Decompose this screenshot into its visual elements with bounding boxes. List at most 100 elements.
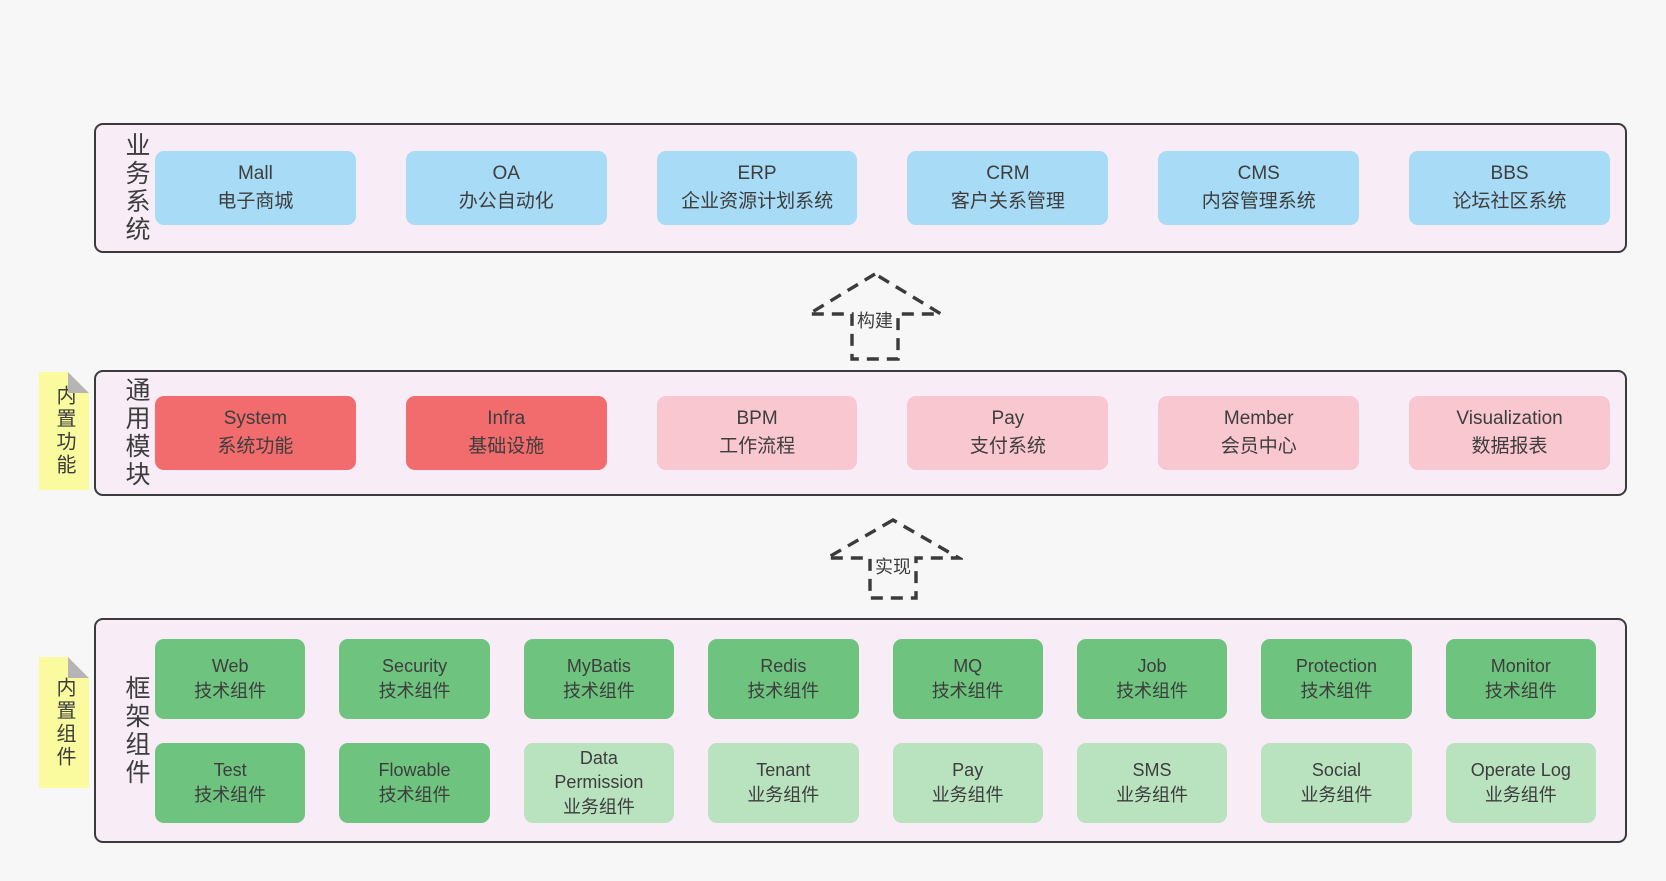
box-bpm: BPM 工作流程 bbox=[656, 396, 858, 470]
sticky-text: 内置功能 bbox=[53, 385, 75, 477]
box-en: Protection bbox=[1295, 656, 1377, 677]
box-en: Flowable bbox=[378, 760, 451, 781]
folded-corner-icon bbox=[68, 657, 89, 678]
box-social: Social 业务组件 bbox=[1261, 742, 1412, 823]
box-en: OA bbox=[492, 162, 520, 184]
box-member: Member 会员中心 bbox=[1158, 396, 1360, 470]
panel-modules-label: 通用模块 bbox=[122, 377, 150, 489]
box-zh: 数据报表 bbox=[1471, 436, 1548, 457]
box-en: Redis bbox=[760, 656, 807, 677]
box-erp: ERP 企业资源计划系统 bbox=[656, 151, 858, 225]
build-arrow-label: 构建 bbox=[854, 306, 896, 334]
box-flowable: Flowable 技术组件 bbox=[339, 742, 490, 823]
box-mq: MQ 技术组件 bbox=[892, 638, 1043, 719]
components-box-rows: Web 技术组件 Security 技术组件 MyBatis 技术组件 Redi… bbox=[155, 638, 1596, 823]
box-en: Monitor bbox=[1490, 656, 1551, 677]
panel-common-modules: 通用模块 System 系统功能 Infra 基础设施 BPM 工作流程 Pay… bbox=[94, 370, 1627, 496]
box-en: BPM bbox=[736, 407, 778, 429]
box-en: Security bbox=[382, 656, 448, 677]
box-cms: CMS 内容管理系统 bbox=[1158, 151, 1360, 225]
box-redis: Redis 技术组件 bbox=[708, 638, 859, 719]
box-zh: 支付系统 bbox=[969, 436, 1046, 457]
components-row-2: Test 技术组件 Flowable 技术组件 Data Permission … bbox=[155, 742, 1596, 823]
folded-corner-icon bbox=[68, 372, 89, 393]
box-zh: 业务组件 bbox=[1116, 784, 1189, 805]
box-pay: Pay 支付系统 bbox=[907, 396, 1109, 470]
panel-components-label: 框架组件 bbox=[122, 674, 150, 787]
box-en: SMS bbox=[1132, 760, 1172, 781]
box-zh: 技术组件 bbox=[1300, 680, 1373, 701]
box-zh: 业务组件 bbox=[562, 796, 635, 817]
box-zh: 技术组件 bbox=[378, 784, 451, 805]
box-zh: 会员中心 bbox=[1220, 436, 1297, 457]
box-en: Visualization bbox=[1456, 407, 1563, 429]
box-zh: 业务组件 bbox=[1300, 784, 1373, 805]
box-en: Operate Log bbox=[1470, 760, 1571, 781]
box-en: MyBatis bbox=[566, 656, 631, 677]
box-zh: 技术组件 bbox=[194, 680, 267, 701]
box-zh: 技术组件 bbox=[1116, 680, 1189, 701]
box-zh: 工作流程 bbox=[719, 436, 796, 457]
box-monitor: Monitor 技术组件 bbox=[1445, 638, 1596, 719]
box-system: System 系统功能 bbox=[155, 396, 356, 470]
box-zh: 技术组件 bbox=[747, 680, 820, 701]
box-pay-component: Pay 业务组件 bbox=[892, 742, 1043, 823]
box-zh: 业务组件 bbox=[1484, 784, 1557, 805]
box-web: Web 技术组件 bbox=[155, 638, 306, 719]
box-bbs: BBS 论坛社区系统 bbox=[1409, 151, 1610, 225]
box-en: CMS bbox=[1237, 162, 1280, 184]
components-row-1: Web 技术组件 Security 技术组件 MyBatis 技术组件 Redi… bbox=[155, 638, 1596, 719]
box-zh: 基础设施 bbox=[468, 436, 545, 457]
box-mall: Mall 电子商城 bbox=[155, 151, 356, 225]
box-oa: OA 办公自动化 bbox=[405, 151, 607, 225]
box-en: Infra bbox=[487, 407, 526, 429]
implement-arrow: 实现 bbox=[823, 516, 963, 602]
box-en: Pay bbox=[991, 407, 1025, 429]
box-mybatis: MyBatis 技术组件 bbox=[523, 638, 675, 719]
box-zh: 技术组件 bbox=[931, 680, 1004, 701]
sticky-built-in-features: 内置功能 bbox=[39, 372, 89, 490]
box-zh: 企业资源计划系统 bbox=[681, 191, 834, 212]
box-zh: 系统功能 bbox=[217, 436, 294, 457]
panel-framework-components: 框架组件 Web 技术组件 Security 技术组件 MyBatis 技术组件… bbox=[94, 618, 1627, 843]
box-data-permission: Data Permission 业务组件 bbox=[523, 742, 675, 823]
box-zh: 论坛社区系统 bbox=[1452, 191, 1567, 212]
box-en: MQ bbox=[953, 656, 983, 677]
box-en: Web bbox=[211, 656, 249, 677]
box-zh: 技术组件 bbox=[562, 680, 635, 701]
up-arrow-icon bbox=[823, 518, 963, 600]
panel-business-systems: 业务系统 Mall 电子商城 OA 办公自动化 ERP 企业资源计划系统 CRM… bbox=[94, 123, 1627, 253]
box-operate-log: Operate Log 业务组件 bbox=[1445, 742, 1596, 823]
box-zh: 业务组件 bbox=[747, 784, 820, 805]
build-arrow: 构建 bbox=[805, 270, 945, 363]
box-visualization: Visualization 数据报表 bbox=[1409, 396, 1610, 470]
box-zh: 技术组件 bbox=[378, 680, 451, 701]
box-en: Social bbox=[1311, 760, 1361, 781]
box-tenant: Tenant 业务组件 bbox=[708, 742, 859, 823]
box-crm: CRM 客户关系管理 bbox=[907, 151, 1109, 225]
box-en: Data Permission bbox=[554, 748, 644, 793]
business-box-row: Mall 电子商城 OA 办公自动化 ERP 企业资源计划系统 CRM 客户关系… bbox=[155, 151, 1610, 225]
up-arrow-icon bbox=[805, 272, 945, 361]
box-job: Job 技术组件 bbox=[1076, 638, 1228, 719]
panel-business-label: 业务系统 bbox=[122, 132, 150, 244]
box-zh: 电子商城 bbox=[217, 191, 294, 212]
box-en: BBS bbox=[1490, 162, 1529, 184]
box-protection: Protection 技术组件 bbox=[1261, 638, 1412, 719]
modules-box-row: System 系统功能 Infra 基础设施 BPM 工作流程 Pay 支付系统… bbox=[155, 396, 1610, 470]
box-security: Security 技术组件 bbox=[339, 638, 490, 719]
implement-arrow-label: 实现 bbox=[872, 552, 914, 580]
box-en: Tenant bbox=[756, 760, 811, 781]
sticky-built-in-components: 内置组件 bbox=[39, 657, 89, 788]
box-zh: 技术组件 bbox=[1484, 680, 1557, 701]
box-sms: SMS 业务组件 bbox=[1076, 742, 1228, 823]
box-en: Member bbox=[1223, 407, 1294, 429]
box-infra: Infra 基础设施 bbox=[405, 396, 607, 470]
sticky-text: 内置组件 bbox=[53, 676, 75, 769]
box-zh: 办公自动化 bbox=[458, 191, 554, 212]
box-zh: 客户关系管理 bbox=[950, 191, 1065, 212]
box-en: ERP bbox=[737, 162, 777, 184]
box-en: Mall bbox=[237, 162, 273, 184]
box-en: CRM bbox=[986, 162, 1030, 184]
